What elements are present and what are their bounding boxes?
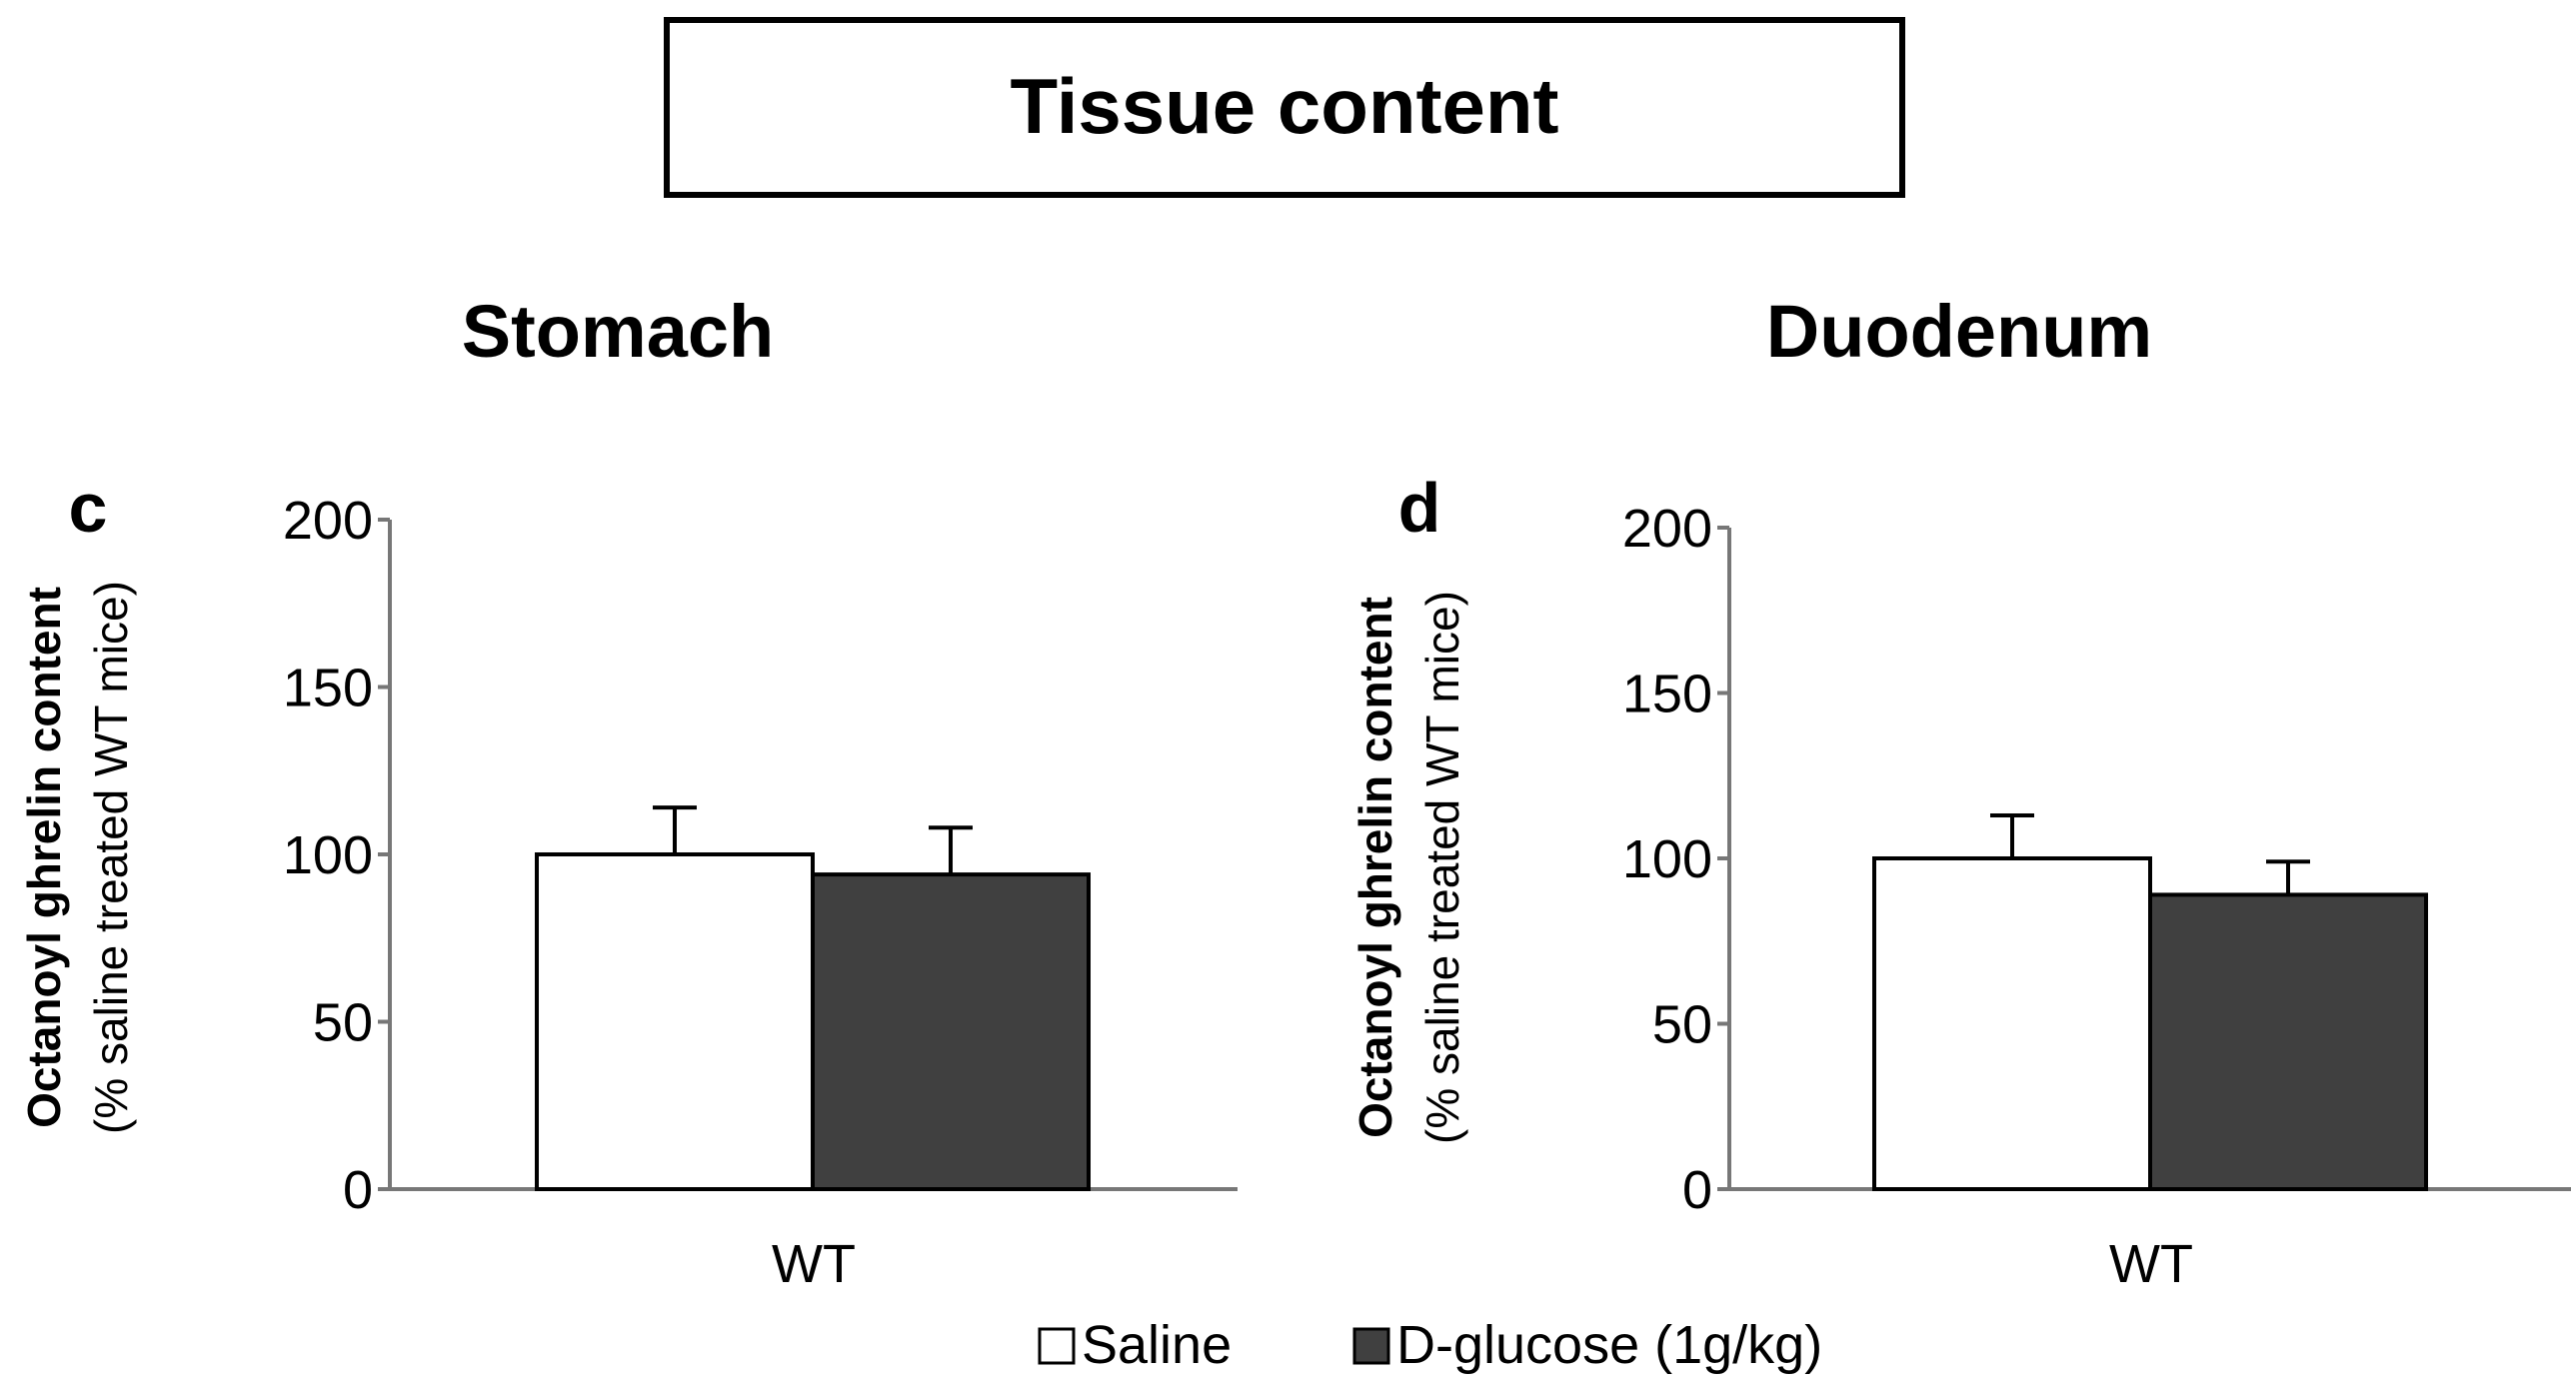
y-tick-label: 150 (283, 659, 373, 718)
y-tick-label: 200 (283, 491, 373, 551)
figure-title-box: Tissue content (664, 17, 1905, 198)
y-axis-label-line1: Octanoyl ghrelin content (1349, 597, 1401, 1138)
legend-swatch-saline (1038, 1327, 1076, 1365)
legend-label-d-glucose: D-glucose (1g/kg) (1396, 1315, 1822, 1375)
y-axis-label-line1: Octanoyl ghrelin content (18, 587, 70, 1128)
legend: Saline D-glucose (1g/kg) (1038, 1315, 1822, 1375)
legend-swatch-d-glucose (1352, 1327, 1390, 1365)
figure-title: Tissue content (1010, 62, 1558, 150)
y-tick-label: 150 (1622, 665, 1712, 724)
bar-saline (535, 852, 815, 1191)
y-tick-label: 50 (313, 993, 373, 1053)
panel-letter-c: c (69, 469, 108, 547)
y-axis-label-line2: (% saline treated WT mice) (85, 581, 137, 1134)
y-tick-label: 100 (283, 825, 373, 885)
panel-letter-d: d (1398, 469, 1441, 547)
y-tick-label: 100 (1622, 829, 1712, 889)
bar-d-glucose-1g-kg (811, 872, 1091, 1191)
panel-title-duodenum: Duodenum (1766, 290, 2152, 373)
panel-stomach: Stomach c Octanoyl ghrelin content (% sa… (18, 290, 1238, 1294)
panel-title-stomach: Stomach (462, 290, 775, 373)
bar-saline (1872, 856, 2152, 1191)
y-axis-label-line2: (% saline treated WT mice) (1416, 591, 1468, 1144)
panel-duodenum: Duodenum d Octanoyl ghrelin content (% s… (1349, 290, 2571, 1294)
y-tick-label: 50 (1652, 995, 1712, 1055)
y-tick-label: 0 (343, 1160, 373, 1220)
y-tick-label: 200 (1622, 499, 1712, 559)
bar-d-glucose-1g-kg (2148, 892, 2428, 1191)
x-category-label-wt: WT (2109, 1234, 2193, 1294)
x-category-label-wt: WT (772, 1234, 856, 1294)
legend-label-saline: Saline (1082, 1315, 1232, 1375)
y-tick-label: 0 (1682, 1160, 1712, 1220)
